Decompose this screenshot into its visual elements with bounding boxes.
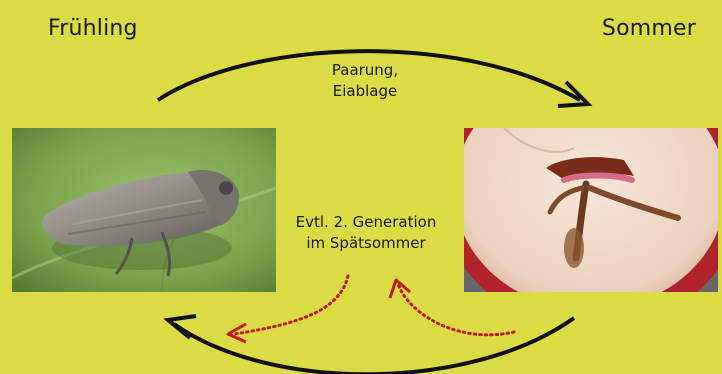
top-cycle-arrow bbox=[158, 51, 580, 100]
dotted-arrowhead-right bbox=[390, 280, 410, 298]
bottom-cycle-arrow bbox=[174, 318, 574, 374]
dotted-arrow-left bbox=[234, 276, 348, 334]
dotted-arrow-right bbox=[398, 284, 514, 335]
